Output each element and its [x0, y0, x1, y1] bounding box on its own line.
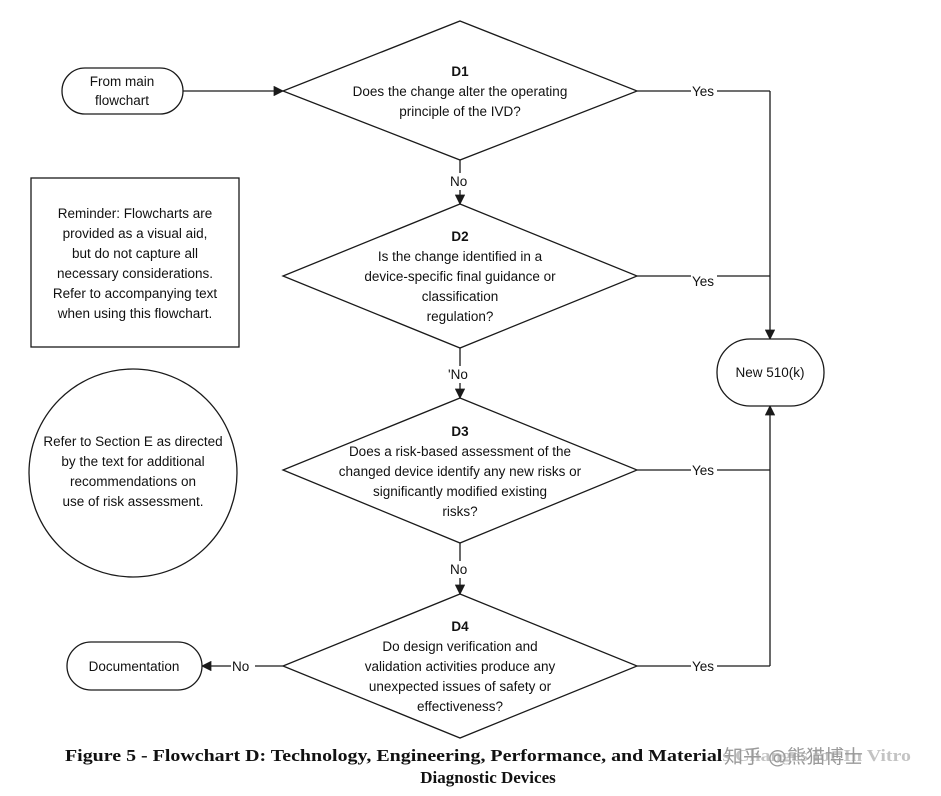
- watermark: 知乎 @熊猫博士: [722, 742, 922, 768]
- label-d2-yes: Yes: [692, 274, 714, 289]
- reminder-line-3: but do not capture all: [72, 246, 198, 261]
- label-d1-no: No: [450, 174, 467, 189]
- label-d3-no: No: [450, 562, 467, 577]
- note-line-4: use of risk assessment.: [62, 494, 203, 509]
- d3-line-1: Does a risk-based assessment of the: [349, 444, 571, 459]
- decision-d4: D4 Do design verification and validation…: [281, 593, 639, 739]
- reminder-line-2: provided as a visual aid,: [63, 226, 208, 241]
- d3-line-2: changed device identify any new risks or: [339, 464, 582, 479]
- start-terminator: From main flowchart: [61, 67, 184, 115]
- d1-line-1: Does the change alter the operating: [353, 84, 568, 99]
- d2-line-1: Is the change identified in a: [378, 249, 543, 264]
- connectors: [183, 85, 776, 672]
- note-line-1: Refer to Section E as directed: [43, 434, 222, 449]
- reminder-line-6: when using this flowchart.: [57, 306, 213, 321]
- d4-id: D4: [451, 619, 469, 634]
- caption-line-1: Figure 5 - Flowchart D: Technology, Engi…: [65, 746, 911, 765]
- documentation-label: Documentation: [89, 659, 180, 674]
- label-d1-yes: Yes: [692, 84, 714, 99]
- documentation-terminator: Documentation: [66, 641, 203, 691]
- label-d4-yes: Yes: [692, 659, 714, 674]
- start-line-2: flowchart: [95, 93, 149, 108]
- label-d4-no: No: [232, 659, 249, 674]
- start-line-1: From main: [90, 74, 155, 89]
- d4-line-2: validation activities produce any: [365, 659, 556, 674]
- label-d3-yes: Yes: [692, 463, 714, 478]
- d1-line-2: principle of the IVD?: [399, 104, 521, 119]
- decision-d2: D2 Is the change identified in a device-…: [281, 203, 639, 349]
- d3-line-3: significantly modified existing: [373, 484, 547, 499]
- reminder-line-4: necessary considerations.: [57, 266, 213, 281]
- d2-line-4: regulation?: [427, 309, 494, 324]
- d2-line-3: classification: [422, 289, 499, 304]
- edge-labels: Yes Yes Yes Yes No 'No No No: [231, 82, 717, 674]
- note-circle: Refer to Section E as directed by the te…: [28, 368, 238, 578]
- label-d2-no: 'No: [448, 367, 468, 382]
- caption-line-2: Diagnostic Devices: [420, 768, 556, 787]
- new510k-label: New 510(k): [735, 365, 804, 380]
- figure-caption: Figure 5 - Flowchart D: Technology, Engi…: [65, 746, 911, 787]
- reminder-box: Reminder: Flowcharts are provided as a v…: [30, 177, 240, 348]
- decision-d1: D1 Does the change alter the operating p…: [281, 20, 639, 161]
- new510k-terminator: New 510(k): [716, 338, 825, 407]
- d4-line-4: effectiveness?: [417, 699, 503, 714]
- note-line-3: recommendations on: [70, 474, 196, 489]
- reminder-line-1: Reminder: Flowcharts are: [58, 206, 213, 221]
- d3-id: D3: [451, 424, 469, 439]
- d2-id: D2: [451, 229, 468, 244]
- d3-line-4: risks?: [442, 504, 477, 519]
- decision-d3: D3 Does a risk-based assessment of the c…: [281, 397, 639, 544]
- watermark-text: 知乎 @熊猫博士: [724, 746, 863, 768]
- d2-line-2: device-specific final guidance or: [364, 269, 556, 284]
- d4-line-3: unexpected issues of safety or: [369, 679, 552, 694]
- reminder-line-5: Refer to accompanying text: [53, 286, 218, 301]
- d4-line-1: Do design verification and: [382, 639, 537, 654]
- d1-id: D1: [451, 64, 469, 79]
- note-line-2: by the text for additional: [61, 454, 204, 469]
